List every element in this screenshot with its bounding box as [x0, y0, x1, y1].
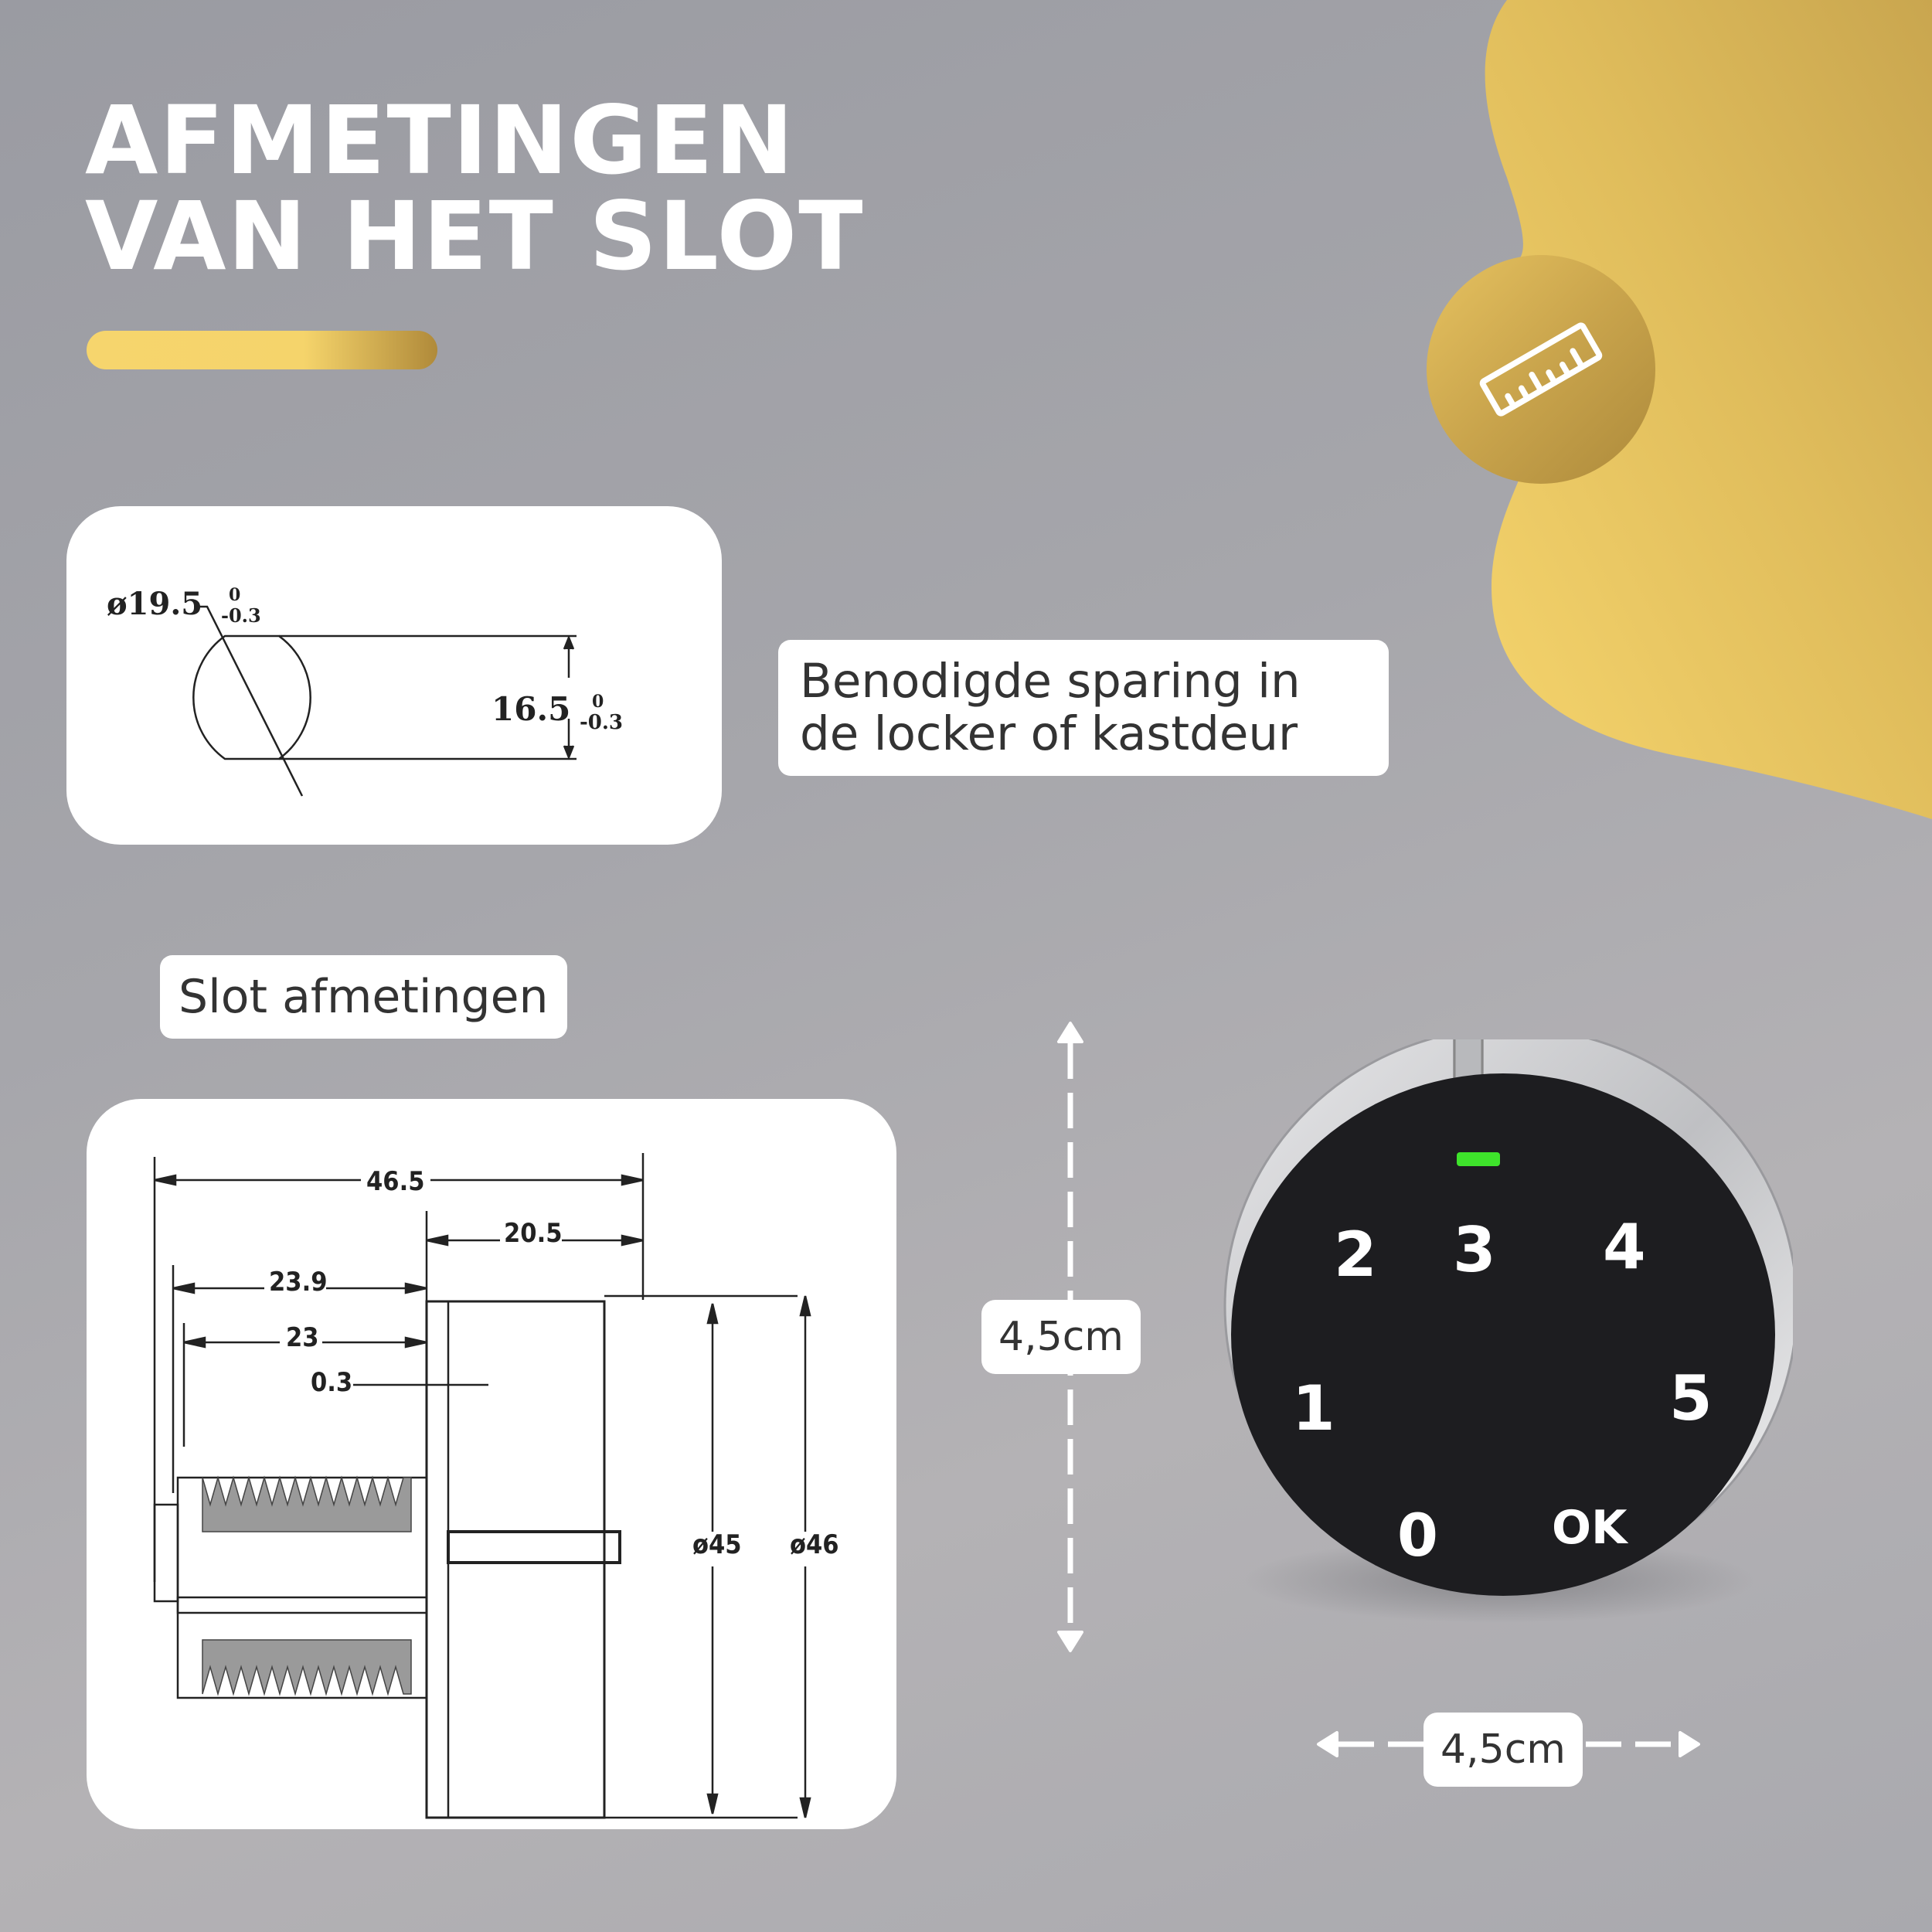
keypad-key-0: 0 [1397, 1501, 1438, 1570]
page-title: AFMETINGEN VAN HET SLOT [85, 93, 864, 284]
page-title-line-2: VAN HET SLOT [85, 182, 865, 291]
cutout-caption-line-2: de locker of kastdeur [800, 706, 1298, 761]
status-led [1457, 1152, 1500, 1166]
dim-outer-diameter: ø46 [790, 1529, 839, 1560]
keypad-key-1: 1 [1292, 1372, 1335, 1444]
lock-diagram-card: 46.5 20.5 23.9 23 0.3 ø45 ø46 [87, 1099, 896, 1829]
ruler-icon-badge [1427, 255, 1655, 484]
cutout-caption: Benodigde sparing in de locker of kastde… [778, 640, 1389, 776]
title-accent-bar [87, 331, 437, 369]
dim-cylinder-length-b: 23 [286, 1322, 319, 1353]
cutout-flat-tol-upper: 0 [592, 692, 604, 712]
dim-body-length: 20.5 [504, 1218, 562, 1249]
dim-gap: 0.3 [311, 1367, 352, 1398]
keypad-lock-image: 2 3 4 1 5 0 OK [1206, 1026, 1798, 1642]
cutout-flat-label: 16.5 [492, 690, 570, 728]
cutout-diameter-tol-upper: 0 [229, 585, 240, 605]
ruler-icon [1479, 322, 1603, 417]
keypad-key-ok: OK [1552, 1501, 1629, 1555]
lock-technical-drawing: 46.5 20.5 23.9 23 0.3 ø45 ø46 [153, 1153, 839, 1819]
decorative-gold-blob [1485, 0, 1932, 819]
keypad-key-5: 5 [1669, 1362, 1713, 1434]
dim-cylinder-length-a: 23.9 [269, 1267, 327, 1298]
cutout-diagram-card: ø19.5 0 -0.3 16.5 0 -0.3 [66, 506, 722, 845]
keypad-key-2: 2 [1334, 1219, 1377, 1291]
keypad-face [1231, 1073, 1775, 1596]
lock-dimensions-caption: Slot afmetingen [160, 955, 567, 1039]
page-title-line-1: AFMETINGEN [85, 86, 795, 196]
keypad-key-4: 4 [1603, 1211, 1646, 1283]
cutout-flat-tol-lower: -0.3 [580, 711, 623, 734]
height-dimension-arrow [1057, 1022, 1083, 1652]
cutout-diameter-label: ø19.5 [107, 586, 202, 622]
dim-inner-diameter: ø45 [692, 1529, 742, 1560]
keypad-key-3: 3 [1453, 1214, 1496, 1286]
height-dimension-label: 4,5cm [981, 1300, 1141, 1374]
cutout-technical-drawing: ø19.5 0 -0.3 16.5 0 -0.3 [107, 585, 623, 797]
cutout-caption-line-1: Benodigde sparing in [800, 654, 1301, 709]
cutout-diameter-tol-lower: -0.3 [221, 604, 261, 627]
dim-overall-length: 46.5 [366, 1166, 424, 1197]
width-dimension-label: 4,5cm [1423, 1713, 1583, 1787]
